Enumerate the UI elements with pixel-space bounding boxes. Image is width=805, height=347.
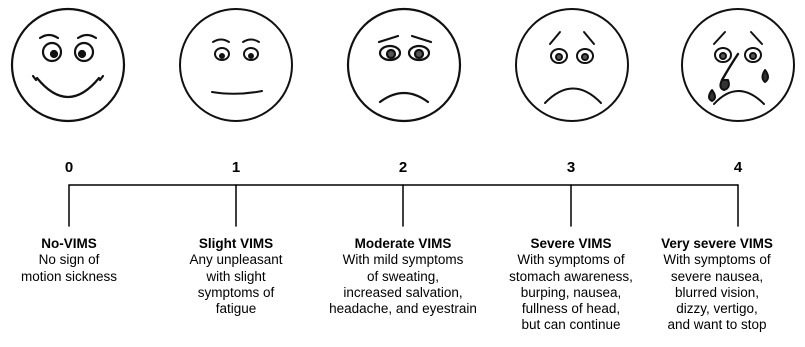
neutral-face-icon <box>180 9 292 121</box>
level-4-line: and want to stop <box>629 317 805 333</box>
level-2-line: headache, and eyestrain <box>315 301 491 317</box>
smiling-face-icon <box>12 9 124 121</box>
score-4: 4 <box>718 159 758 176</box>
sad-face-icon <box>516 9 628 121</box>
score-3: 3 <box>551 159 591 176</box>
level-1-description: Slight VIMS Any unpleasant with slight s… <box>148 236 324 317</box>
score-0: 0 <box>49 159 89 176</box>
level-2-description: Moderate VIMS With mild symptoms of swea… <box>315 236 491 317</box>
level-0-title: No-VIMS <box>0 236 157 252</box>
level-4-description: Very severe VIMS With symptoms of severe… <box>629 236 805 334</box>
crying-face-icon <box>682 9 794 121</box>
level-4-line: With symptoms of <box>629 252 805 268</box>
level-4-line: blurred vision, <box>629 285 805 301</box>
level-1-line: symptoms of <box>148 285 324 301</box>
level-0-line: motion sickness <box>0 269 157 285</box>
level-1-title: Slight VIMS <box>148 236 324 252</box>
level-1-line: fatigue <box>148 301 324 317</box>
uneasy-face-icon <box>348 9 460 121</box>
level-2-line: increased salvation, <box>315 285 491 301</box>
level-2-line: of sweating, <box>315 269 491 285</box>
level-0-line: No sign of <box>0 252 157 268</box>
scale-axis <box>69 185 738 226</box>
level-4-line: severe nausea, <box>629 269 805 285</box>
score-1: 1 <box>216 159 256 176</box>
score-2: 2 <box>383 159 423 176</box>
level-1-line: with slight <box>148 269 324 285</box>
level-2-title: Moderate VIMS <box>315 236 491 252</box>
level-1-line: Any unpleasant <box>148 252 324 268</box>
level-4-title: Very severe VIMS <box>629 236 805 252</box>
level-0-description: No-VIMS No sign of motion sickness <box>0 236 157 285</box>
level-4-line: dizzy, vertigo, <box>629 301 805 317</box>
level-2-line: With mild symptoms <box>315 252 491 268</box>
